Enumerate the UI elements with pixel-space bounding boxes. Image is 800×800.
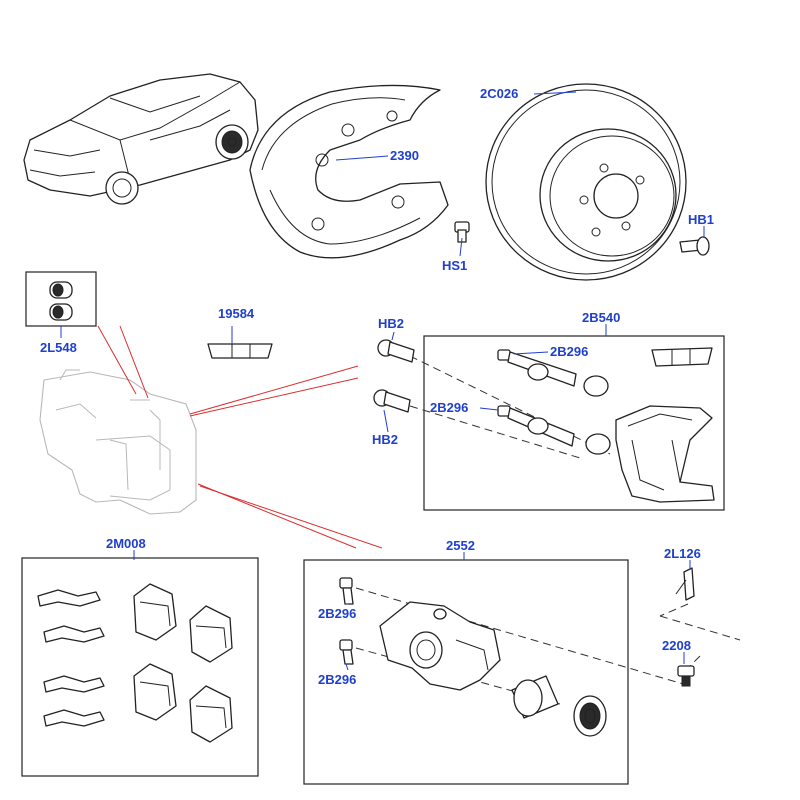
brake-rotor-2c026 bbox=[485, 83, 687, 281]
grease-packet-19584 bbox=[207, 343, 273, 359]
label-rotor: 2C026 bbox=[480, 86, 518, 101]
caliper-2552 bbox=[303, 559, 691, 785]
wear-sensor-parts bbox=[659, 567, 741, 687]
label-guide-pin-top: 2B296 bbox=[550, 344, 588, 359]
label-wear-sensor-bracket: 2L126 bbox=[664, 546, 701, 561]
label-shield-screw: HS1 bbox=[442, 258, 467, 273]
label-carrier-kit: 2B540 bbox=[582, 310, 620, 325]
red-leader-lines bbox=[97, 325, 383, 549]
label-rotor-screw: HB1 bbox=[688, 212, 714, 227]
carrier-bolt-hb2-bottom bbox=[373, 389, 411, 413]
caliper-assembly-ghost bbox=[39, 369, 197, 515]
label-bleed-screw-top: 2B296 bbox=[318, 606, 356, 621]
label-bleed-screw-bottom: 2B296 bbox=[318, 672, 356, 687]
label-grease: 19584 bbox=[218, 306, 255, 321]
label-caliper: 2552 bbox=[446, 538, 475, 553]
label-pad-kit: 2M008 bbox=[106, 536, 146, 551]
label-guide-pin-mid: 2B296 bbox=[430, 400, 468, 415]
label-shield: 2390 bbox=[390, 148, 419, 163]
callout-leaders bbox=[60, 91, 705, 671]
label-carrier-bolt-top: HB2 bbox=[378, 316, 404, 331]
carrier-bolt-hb2-top bbox=[377, 339, 415, 363]
bushing-kit-2l548 bbox=[25, 271, 97, 327]
pad-kit-2m008 bbox=[21, 557, 259, 777]
label-bushing-kit: 2L548 bbox=[40, 340, 77, 355]
carrier-kit-2b540 bbox=[409, 335, 725, 511]
rotor-screw-hb1 bbox=[679, 236, 710, 256]
label-carrier-bolt-bottom: HB2 bbox=[372, 432, 398, 447]
vehicle-illustration bbox=[23, 73, 259, 205]
brake-shield-2390 bbox=[249, 84, 449, 259]
label-wear-sensor: 2208 bbox=[662, 638, 691, 653]
